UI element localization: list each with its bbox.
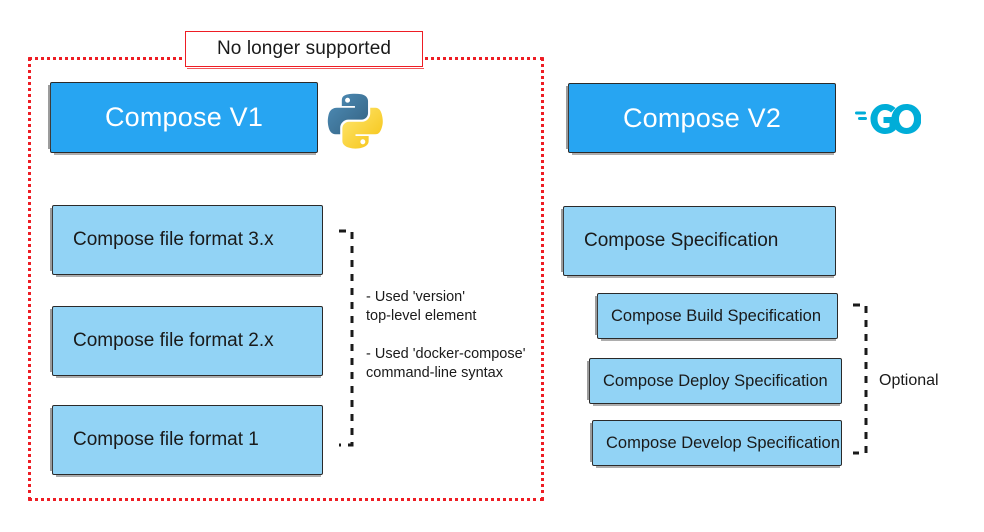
compose-v2-header-label: Compose V2 — [622, 102, 782, 133]
compose-specification-box[interactable]: Compose Specification — [561, 206, 836, 278]
compose-v1-header-label: Compose V1 — [104, 102, 264, 132]
compose-v2-header-box[interactable]: Compose V2 — [566, 83, 836, 155]
compose-build-specification-box[interactable]: Compose Build Specification — [595, 293, 838, 341]
compose-file-format-2x-label: Compose file format 2.x — [73, 330, 274, 351]
compose-deploy-specification-box[interactable]: Compose Deploy Specification — [587, 358, 842, 406]
compose-file-format-2x-box[interactable]: Compose file format 2.x — [50, 306, 323, 378]
go-logo — [855, 100, 922, 138]
deprecated-region-label: No longer supported — [185, 31, 424, 70]
compose-v1-header-box[interactable]: Compose V1 — [48, 82, 318, 155]
v1-annotation-version: - Used 'version' top-level element — [366, 289, 477, 324]
compose-develop-specification-box[interactable]: Compose Develop Specification — [590, 420, 842, 468]
compose-file-format-3x-box[interactable]: Compose file format 3.x — [50, 205, 323, 277]
right-bracket — [853, 303, 868, 455]
compose-specification-label: Compose Specification — [584, 230, 779, 251]
compose-deploy-specification-label: Compose Deploy Specification — [603, 371, 828, 390]
optional-annotation-label: Optional — [879, 372, 939, 389]
compose-file-format-1-label: Compose file format 1 — [73, 429, 259, 450]
v1-annotation-cli: - Used 'docker-compose' command-line syn… — [366, 346, 526, 381]
compose-develop-specification-label: Compose Develop Specification — [606, 433, 840, 452]
compose-file-format-1-box[interactable]: Compose file format 1 — [50, 405, 323, 477]
compose-build-specification-label: Compose Build Specification — [611, 306, 822, 325]
python-logo — [327, 88, 383, 150]
compose-file-format-3x-label: Compose file format 3.x — [73, 229, 274, 250]
